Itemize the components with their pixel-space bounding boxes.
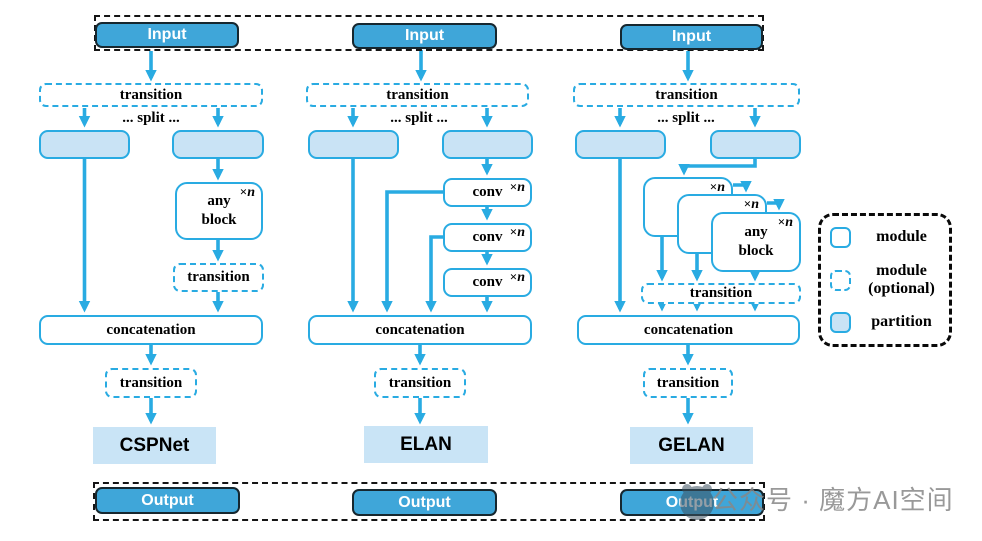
any-block-line2: block <box>201 212 237 228</box>
logo-ear-left <box>682 484 692 494</box>
conv-label: conv <box>472 229 503 245</box>
partition-swatch-icon <box>830 312 851 333</box>
legend-row-module: module <box>830 227 940 248</box>
module-swatch-icon <box>830 227 851 248</box>
output-button-elan: Output <box>352 489 497 516</box>
times-symbol: × <box>509 269 518 284</box>
times-symbol: × <box>709 179 718 194</box>
any-block-line2: block <box>738 243 774 259</box>
transition-box-gelan-bottom: transition <box>643 368 733 398</box>
arch-label-cspnet: CSPNet <box>93 427 216 464</box>
arrow-gelan-block2-to-block3 <box>767 198 785 211</box>
legend-module-optional-line2: (optional) <box>868 280 935 297</box>
any-block-gelan-3: any block ×n <box>711 212 801 272</box>
times-symbol: × <box>743 196 752 211</box>
arch-label-gelan: GELAN <box>630 427 753 464</box>
legend-module-optional-label: module(optional) <box>863 262 940 299</box>
times-n-badge: ×n <box>778 215 793 230</box>
module-optional-swatch-icon <box>830 269 851 291</box>
legend-module-label: module <box>876 228 927 246</box>
legend-row-partition: partition <box>830 312 940 333</box>
times-n-badge: ×n <box>510 270 525 285</box>
times-n-badge: ×n <box>510 180 525 195</box>
times-n-badge: ×n <box>744 197 759 212</box>
times-symbol: × <box>509 224 518 239</box>
any-block-line1: any <box>744 224 768 241</box>
legend: module module(optional) partition <box>818 213 952 347</box>
legend-module-optional-line1: module <box>876 261 927 279</box>
n-symbol: n <box>785 215 793 230</box>
transition-box-gelan-top: transition <box>573 83 800 107</box>
times-n-badge: ×n <box>240 185 255 200</box>
watermark-logo-icon <box>680 484 714 520</box>
arrow-gelan-block1-to-block2 <box>733 180 752 193</box>
transition-box-cspnet-bottom: transition <box>105 368 197 398</box>
conv-label: conv <box>472 274 503 290</box>
arch-label-elan: ELAN <box>364 426 488 463</box>
times-symbol: × <box>777 214 786 229</box>
times-n-badge: ×n <box>710 180 725 195</box>
n-symbol: n <box>517 180 525 195</box>
times-n-badge: ×n <box>510 225 525 240</box>
times-symbol: × <box>509 179 518 194</box>
conv-box-2: conv ×n <box>443 223 532 252</box>
conv-box-1: conv ×n <box>443 178 532 207</box>
arrow-gelan-partition-right-to-block1 <box>678 159 757 176</box>
output-button-cspnet: Output <box>95 487 240 514</box>
n-symbol: n <box>751 197 759 212</box>
transition-box-cspnet-mid: transition <box>173 263 264 292</box>
n-symbol: n <box>517 225 525 240</box>
logo-circle <box>680 486 714 520</box>
partition-cspnet-right <box>172 130 264 159</box>
logo-ear-right <box>702 484 712 494</box>
n-symbol: n <box>247 185 255 200</box>
arrow-elan-conv2-branch-to-concat <box>425 235 443 313</box>
split-label-elan: ... split ... <box>390 109 448 126</box>
split-label-gelan: ... split ... <box>657 109 715 126</box>
times-symbol: × <box>239 184 248 199</box>
partition-elan-right <box>442 130 533 159</box>
partition-cspnet-left <box>39 130 130 159</box>
legend-partition-label: partition <box>871 313 932 331</box>
legend-row-module-optional: module(optional) <box>830 262 940 299</box>
partition-gelan-left <box>575 130 666 159</box>
conv-label: conv <box>472 184 503 200</box>
arrow-elan-conv1-branch-to-concat <box>381 190 443 313</box>
partition-gelan-right <box>710 130 801 159</box>
any-block-cspnet: any block ×n <box>175 182 263 240</box>
transition-box-cspnet-top: transition <box>39 83 263 107</box>
input-button-elan: Input <box>352 23 497 49</box>
input-button-gelan: Input <box>620 24 763 50</box>
transition-box-gelan-mid: transition <box>641 283 801 304</box>
split-label-cspnet: ... split ... <box>122 109 180 126</box>
conv-box-3: conv ×n <box>443 268 532 297</box>
concatenation-box-cspnet: concatenation <box>39 315 263 345</box>
any-block-line1: any <box>207 193 231 210</box>
watermark-text: 公众号 · 魔方AI空间 <box>712 485 954 515</box>
transition-box-elan-top: transition <box>306 83 529 107</box>
n-symbol: n <box>517 270 525 285</box>
partition-elan-left <box>308 130 399 159</box>
concatenation-box-elan: concatenation <box>308 315 532 345</box>
transition-box-elan-bottom: transition <box>374 368 466 398</box>
input-button-cspnet: Input <box>95 22 239 48</box>
concatenation-box-gelan: concatenation <box>577 315 800 345</box>
n-symbol: n <box>717 180 725 195</box>
output-frame <box>93 482 765 521</box>
